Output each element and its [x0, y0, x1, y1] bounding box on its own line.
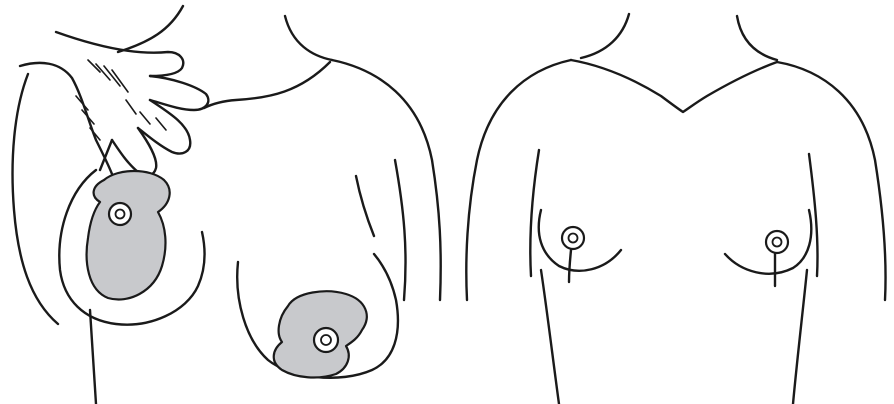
finger-4	[112, 128, 156, 175]
areola-left	[562, 227, 584, 249]
thumb	[100, 140, 112, 170]
panel-after	[455, 0, 894, 404]
neck-right-outline	[737, 16, 777, 60]
knuckle-lines	[88, 60, 166, 130]
left-arm-outline	[13, 74, 58, 324]
left-side-line	[541, 270, 559, 404]
areola-left	[109, 203, 131, 225]
side-fold-line	[356, 176, 374, 236]
collarbone-line	[204, 62, 330, 108]
areola-right	[314, 328, 338, 352]
neck-right-outline	[285, 16, 332, 60]
neck-left-outline	[581, 14, 629, 58]
shaded-region-left	[87, 171, 170, 300]
finger-1	[56, 32, 183, 76]
left-arm-inner	[530, 150, 539, 276]
hand-outline	[20, 63, 112, 174]
left-side-inner	[90, 310, 96, 404]
torso-after-drawing	[455, 0, 894, 404]
right-shoulder-outline	[777, 62, 886, 300]
panel-before	[0, 0, 455, 404]
neck-left-outline	[118, 6, 183, 52]
right-side-line	[793, 270, 807, 404]
right-arm-inner	[395, 160, 406, 300]
wrist-lines	[76, 96, 100, 140]
vertical-scar-left	[569, 250, 571, 282]
collarbone-line	[571, 60, 777, 112]
hand-drawing	[20, 32, 208, 175]
areola-right	[766, 231, 788, 253]
torso-before-drawing	[0, 0, 455, 404]
right-shoulder-outline	[332, 60, 441, 300]
